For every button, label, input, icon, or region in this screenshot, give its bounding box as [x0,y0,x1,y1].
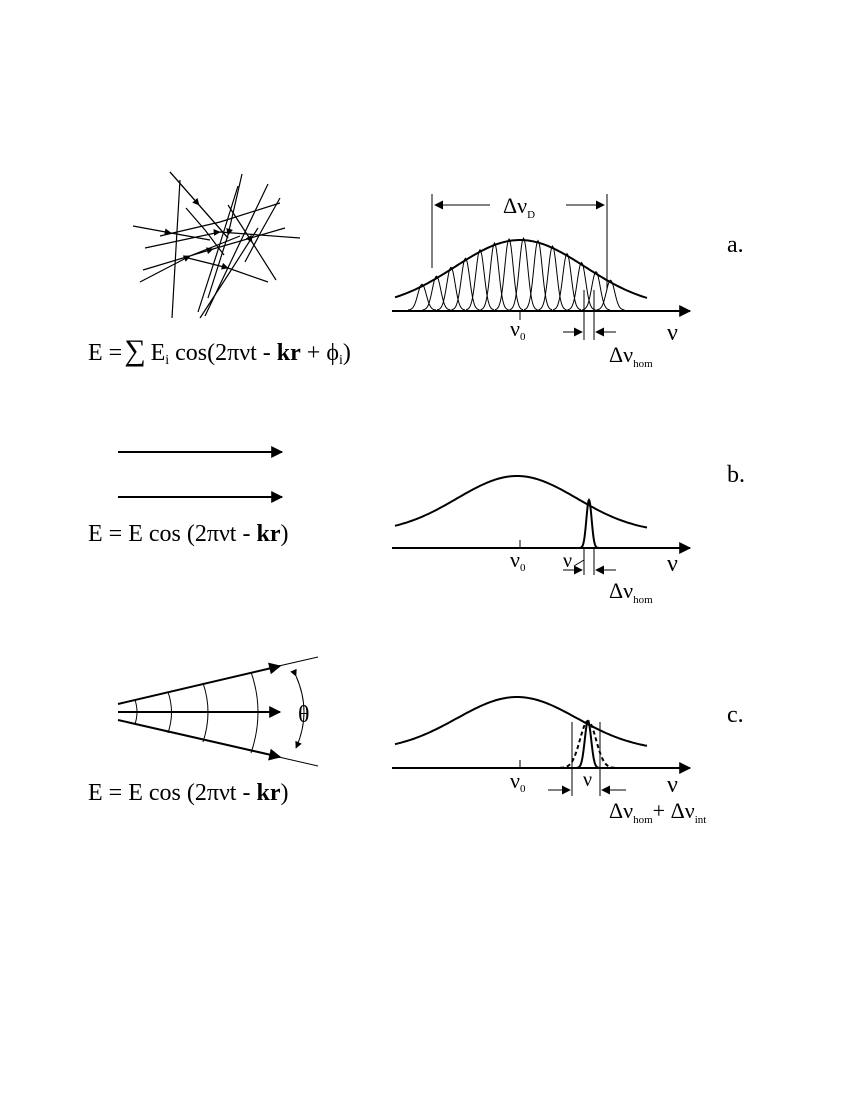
divergent-edge-upper [269,656,319,669]
axis-label-b: ν [667,551,678,577]
equation-b: E = E cos (2πνt - kr) [88,521,288,547]
doppler-envelope-c [394,696,648,747]
homogeneous-subprofile [581,270,611,311]
doppler-envelope [394,239,648,299]
panel-label-b: b. [727,462,745,488]
laser-frequency-c: ν [583,769,592,791]
angle-arc [290,668,305,749]
panel-label-a: a. [727,232,744,258]
divergent-edge-lower [269,754,319,767]
axis-label-c: ν [667,772,678,798]
homogeneous-subprofile [451,257,480,311]
homogeneous-subprofile [465,248,495,311]
homogeneous-subprofile [436,266,466,311]
homogeneous-subprofile [422,275,451,311]
laser-frequency-b: ν [563,550,572,572]
panel-c: θ E = E cos (2πνt - kr) ν0 ν ν Δνhom+ Δν… [88,656,744,826]
doppler-envelope-b [394,475,648,529]
homogeneous-subprofile [407,283,437,311]
center-frequency-c: ν0 [510,768,526,795]
wavefronts [134,671,259,754]
divergent-beam-upper [117,662,282,705]
hom-width-label-a: Δνhom [609,342,653,370]
panel-label-c: c. [727,702,744,728]
homogeneous-subprofile [509,236,538,311]
narrow-absorption-peak-b [578,497,600,549]
homogeneous-subprofile [480,241,509,311]
center-frequency-b: ν0 [510,547,526,574]
broadened-peak-dashed-c [559,719,617,769]
doppler-width-label: ΔνD [503,193,535,221]
axis-label-a: ν [667,320,678,346]
center-frequency-a: ν0 [510,316,526,343]
divergence-angle-label: θ [298,702,310,728]
equation-c: E = E cos (2πνt - kr) [88,780,288,806]
homogeneous-subprofile [494,237,524,311]
homogeneous-subprofile [538,244,567,311]
homogeneous-subprofile [552,252,582,311]
panel-a: E =∑Ei cos(2πνt - kr + ϕi) ΔνD ν0 ν Δνho… [88,171,744,370]
homogeneous-subprofile [523,239,553,311]
random-rays [132,171,301,319]
divergent-beam-lower [117,719,282,761]
laser-frequency-pointer-b [573,559,585,567]
equation-a: E =∑Ei cos(2πνt - kr + ϕi) [88,334,351,368]
hom-width-label-b: Δνhom [609,578,653,606]
homogeneous-subprofile [596,279,625,311]
width-sum-label-c: Δνhom+ Δνint [609,798,706,826]
homogeneous-subprofile [567,261,596,311]
homogeneous-subprofiles [407,236,625,311]
panel-b: E = E cos (2πνt - kr) ν0 ν ν Δνhom b. [88,446,745,606]
